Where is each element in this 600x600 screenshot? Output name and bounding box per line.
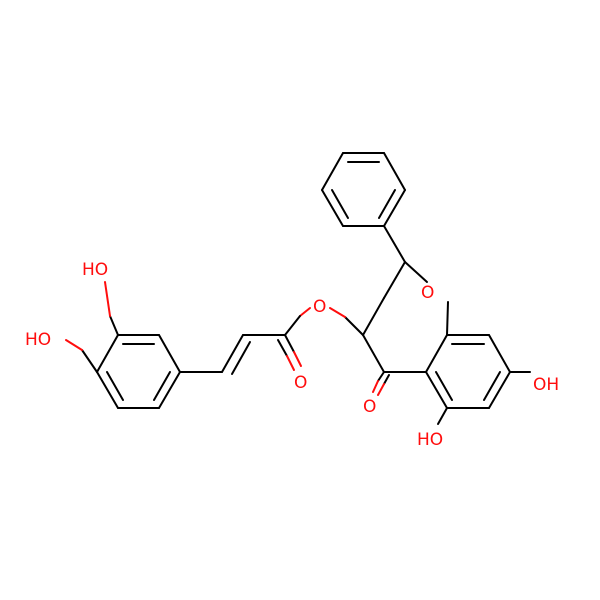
catechol-ring [96,334,181,409]
bond-catechol-oh-left [65,339,98,373]
ring-oxygen-label: O [421,283,434,303]
bond-phenyl-c2 [383,225,406,263]
alkene-chain [179,334,286,375]
ketone-oxygen-label: O [363,397,376,417]
bond-c5-oh [437,407,448,425]
ho-label-left: HO [25,330,51,350]
phenyl-ring [321,152,406,227]
pyranone-ring [362,261,449,373]
ho-label-bottom: HO [417,430,443,450]
ester-carbonyl-oxygen-label: O [294,373,307,393]
ester-oxygen-label: O [313,297,326,317]
ho-label-top: HO [82,260,108,280]
benzo-ring [425,334,511,409]
bond-catechol-oh-top [104,281,119,336]
ketone-bond [372,371,390,396]
ester-carbonyl-bond [277,334,302,371]
bond-c3-ester-o [329,307,364,336]
oh-label-right: OH [533,375,559,395]
bond-ester-o-carbonyl [284,307,311,336]
